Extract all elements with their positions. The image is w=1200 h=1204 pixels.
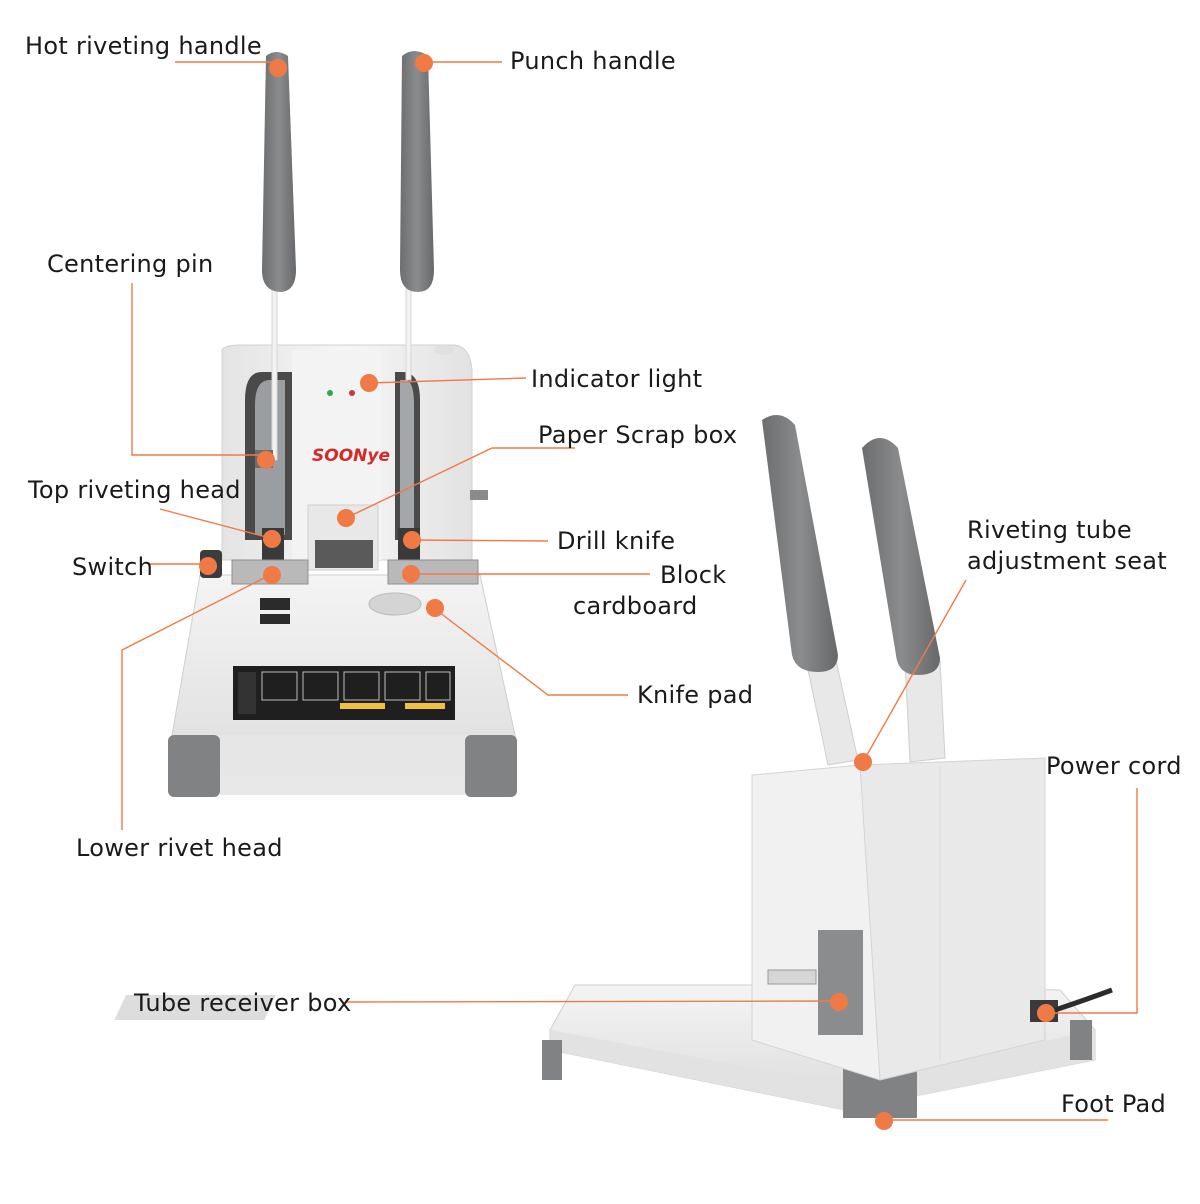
indicator-light-green [327, 390, 333, 396]
leader-knife-pad [434, 608, 628, 696]
label-knife-pad: Knife pad [637, 681, 754, 709]
label-riveting-tube-seat-line1: Riveting tube [967, 516, 1132, 544]
label-block-cardboard-line2: cardboard [573, 592, 698, 620]
leader-hot-riveting-handle [175, 61, 279, 68]
label-foot-pad: Foot Pad [1061, 1090, 1167, 1118]
dot-riveting-tube-seat [854, 753, 872, 771]
block-cardboard-right [387, 559, 479, 585]
leader-lower-rivet-head [121, 573, 273, 830]
front-foot-right [465, 735, 517, 797]
dot-tube-receiver-box [830, 993, 848, 1011]
label-block-cardboard-line1: Block [660, 561, 727, 589]
label-lower-rivet-head: Lower rivet head [76, 834, 283, 862]
leader-riveting-tube-seat [862, 579, 967, 763]
leader-tube-receiver-box [344, 1000, 839, 1003]
side-foot-right [1070, 1020, 1092, 1060]
label-drill-knife: Drill knife [557, 527, 676, 555]
dot-power-cord [1037, 1004, 1055, 1022]
brand-logo: SOONye [312, 446, 390, 466]
side-handle-right [862, 438, 940, 675]
label-hot-riveting-handle: Hot riveting handle [25, 32, 262, 60]
dot-punch-handle [415, 54, 433, 72]
dot-hot-riveting-handle [269, 59, 287, 77]
power-cord [1054, 987, 1113, 1013]
dot-top-riveting-head [263, 530, 281, 548]
punch-handle [400, 51, 434, 292]
leader-indicator-light [368, 377, 527, 384]
label-top-riveting-head: Top riveting head [28, 476, 241, 504]
side-handle-left [762, 415, 838, 672]
dot-paper-scrap-box [337, 509, 355, 527]
side-foot-front [843, 1065, 917, 1118]
label-punch-handle: Punch handle [510, 47, 676, 75]
front-machine: SOONye [168, 51, 517, 797]
dot-indicator-light [360, 374, 378, 392]
label-paper-scrap-box: Paper Scrap box [538, 421, 738, 449]
tube-receiver-box [818, 930, 863, 1035]
leader-drill-knife [412, 539, 549, 542]
dot-foot-pad [875, 1112, 893, 1130]
dot-centering-pin [257, 451, 275, 469]
side-foot-left [542, 1040, 562, 1080]
hot-riveting-handle [262, 52, 296, 292]
leader-power-cord [1046, 788, 1138, 1014]
leader-top-riveting-head [159, 508, 271, 539]
label-power-cord: Power cord [1046, 752, 1182, 780]
dot-lower-rivet-head [263, 566, 281, 584]
label-centering-pin: Centering pin [47, 250, 214, 278]
dot-block-cardboard [402, 565, 420, 583]
label-tube-receiver-box: Tube receiver box [134, 989, 352, 1017]
label-switch: Switch [72, 553, 154, 581]
label-riveting-tube-seat-line2: adjustment seat [967, 547, 1168, 575]
leader-paper-scrap-box [345, 447, 575, 519]
dot-knife-pad [426, 599, 444, 617]
leader-centering-pin [131, 283, 265, 456]
knife-pad-disc [368, 592, 422, 616]
callout-dots [199, 54, 1055, 1130]
label-indicator-light: Indicator light [531, 365, 703, 393]
front-foot-left [168, 735, 220, 797]
dot-switch [199, 557, 217, 575]
dot-drill-knife [403, 531, 421, 549]
indicator-light-red [349, 390, 355, 396]
callout-lines [121, 61, 1138, 1121]
